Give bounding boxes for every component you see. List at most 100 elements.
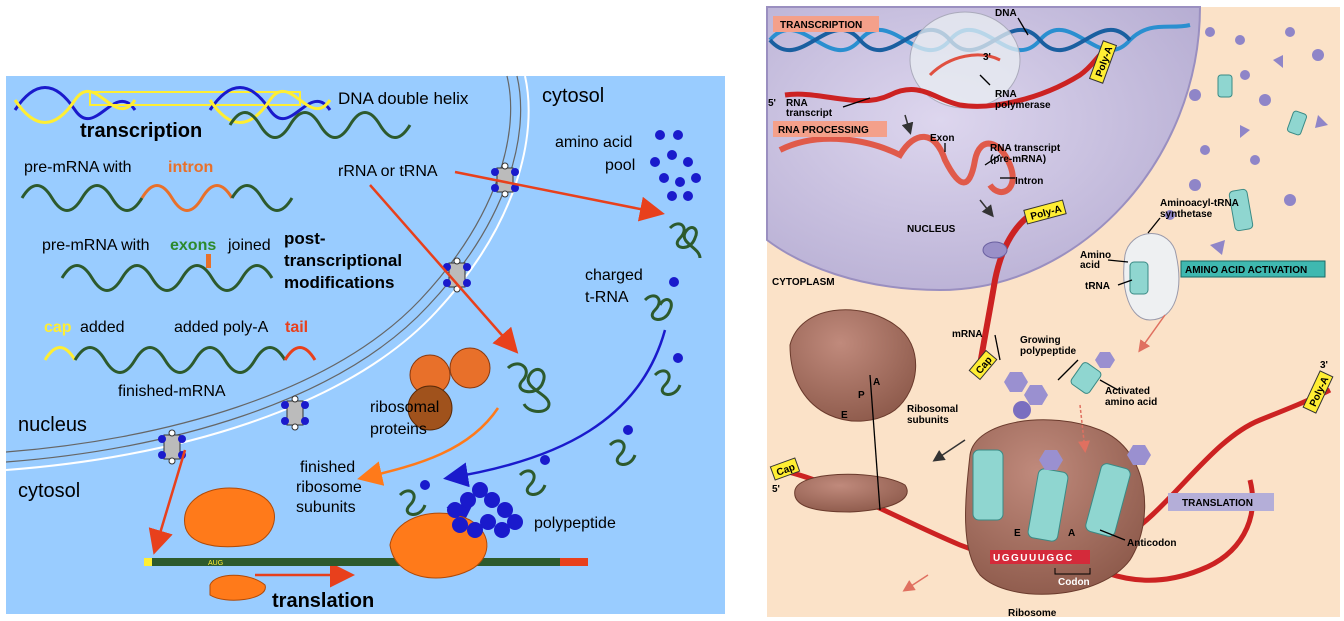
large-ribosome-subunit (184, 487, 275, 548)
label-activated-2: amino acid (1105, 397, 1157, 408)
label-ribosome: ribosome (296, 479, 362, 496)
label-rna-transcript-2: transcript (786, 108, 833, 119)
aminoacyl-trna-synthetase (1123, 233, 1180, 321)
dna-double-helix (13, 86, 332, 124)
label-post: post- (284, 229, 326, 248)
label-rrna-or-trna: rRNA or tRNA (338, 163, 438, 180)
label-e-site: E (1014, 528, 1021, 539)
left-background (6, 76, 725, 614)
label-nucleus: NUCLEUS (907, 224, 956, 235)
mrna-cap (144, 558, 152, 566)
synthetase-trna (1129, 261, 1149, 295)
label-pool: pool (605, 157, 635, 174)
label-dna-double-helix: DNA double helix (338, 89, 469, 108)
label-site-e: E (841, 410, 848, 421)
label-cytosol-bottom: cytosol (18, 480, 80, 502)
label-exons: exons (170, 237, 216, 254)
mrna-export-ribbon (977, 212, 1032, 366)
pre-mrna-strand (20, 184, 294, 212)
splice-mark (206, 254, 211, 268)
capped-mrna-strand (43, 346, 317, 374)
label-added-poly-a: added poly-A (174, 319, 269, 336)
label-translation: TRANSLATION (1182, 498, 1253, 509)
charged-trna-dots (420, 277, 683, 490)
label-cap: cap (44, 319, 72, 336)
polypeptide-chain (447, 482, 523, 538)
mrna-bar (144, 558, 564, 566)
label-pre-mrna-with: pre-mRNA with (24, 159, 132, 176)
label-intron: intron (168, 159, 213, 176)
label-transcription: TRANSCRIPTION (780, 20, 862, 31)
label-amino-acid: amino acid (555, 134, 632, 151)
label-site-a: A (873, 377, 880, 388)
label-dna: DNA (995, 8, 1017, 19)
label-mrna: mRNA (952, 329, 983, 340)
label-ribosome: Ribosome (1008, 608, 1057, 619)
label-a-site: A (1068, 528, 1075, 539)
activated-amino-acid (1070, 362, 1102, 394)
label-modifications: modifications (284, 273, 395, 292)
free-trnas (1217, 74, 1307, 232)
label-three-prime-right: 3' (1320, 360, 1328, 371)
right-panel: Poly-A Poly-A Cap Poly-A Cap TRANSCRIPTI… (766, 6, 1340, 619)
trna-in-ribosome (972, 449, 1131, 542)
label-growing-2: polypeptide (1020, 346, 1077, 357)
label-translation: translation (272, 590, 374, 612)
label-rna-transcript-pre-1: RNA transcript (990, 143, 1061, 154)
amino-acid-pool (650, 130, 701, 201)
spliced-mrna-strand (60, 264, 274, 292)
label-charged: charged (585, 267, 643, 284)
label-codon: Codon (1058, 577, 1090, 588)
large-ribosomal-subunit (789, 309, 917, 422)
transcription-banner (773, 16, 879, 32)
label-exon: Exon (930, 133, 954, 144)
leader-lines (842, 17, 1161, 541)
label-intron: Intron (1015, 176, 1043, 187)
label-transcriptional: transcriptional (284, 251, 402, 270)
nuclear-pore (982, 241, 1008, 259)
label-aug: AUG (208, 560, 223, 567)
translation-banner (1168, 493, 1274, 511)
label-rna-transcript-pre-2: (pre-mRNA) (990, 154, 1046, 165)
label-pre-mrna-exons: pre-mRNA with (42, 237, 150, 254)
label-rna-processing: RNA PROCESSING (778, 125, 869, 136)
label-rna-transcript-1: RNA (786, 98, 808, 109)
trna-molecules (398, 222, 702, 516)
ribosomal-proteins (407, 347, 491, 431)
label-five-prime: 5' (768, 98, 776, 109)
rna-processing-banner (773, 121, 887, 137)
rna-transcript-ribbon (784, 53, 1102, 109)
label-anticodon: Anticodon (1127, 538, 1176, 549)
label-amino-acid-1: Amino (1080, 250, 1111, 261)
label-tail: tail (285, 319, 308, 336)
label-finished: finished (300, 459, 355, 476)
amino-acid-activation-banner (1180, 260, 1326, 278)
mrna-poly-a-tail (560, 558, 588, 566)
label-t-rna: t-RNA (585, 289, 629, 306)
nuclear-pore (281, 395, 309, 431)
label-growing-1: Growing (1020, 335, 1061, 346)
label-trna: tRNA (1085, 281, 1110, 292)
label-joined: joined (227, 237, 271, 254)
label-ribosomal-subunits-2: subunits (907, 415, 949, 426)
label-amino-acid-activation: AMINO ACID ACTIVATION (1185, 265, 1307, 276)
label-five-prime-left: 5' (772, 484, 780, 495)
cap-tag-left: Cap (769, 457, 801, 481)
label-aminoacyl-2: synthetase (1160, 209, 1213, 220)
label-cytoplasm: CYTOPLASM (772, 277, 835, 288)
label-cap-added: added (80, 319, 125, 336)
process-arrows (901, 114, 1166, 592)
label-subunits: subunits (296, 499, 356, 516)
transcribed-rna-strand (228, 111, 412, 139)
label-transcription: transcription (80, 120, 202, 142)
free-amino-acids (1165, 27, 1328, 255)
label-nucleus: nucleus (18, 414, 87, 436)
nuclear-pore (491, 162, 519, 198)
codon-bracket (1054, 568, 1091, 575)
label-cytosol-top: cytosol (542, 85, 604, 107)
label-activated-1: Activated (1105, 386, 1150, 397)
nascent-rna (928, 53, 1001, 77)
label-codons: UGGUUUGGC (993, 553, 1074, 564)
label-amino-acid-2: acid (1080, 260, 1100, 271)
